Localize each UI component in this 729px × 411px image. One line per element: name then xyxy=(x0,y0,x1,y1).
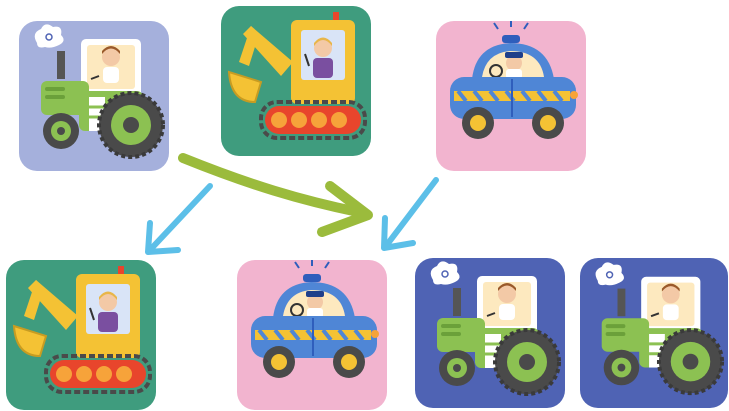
excavator-illustration xyxy=(6,260,156,410)
tractor-illustration xyxy=(19,21,169,171)
excavator-card[interactable] xyxy=(6,260,156,410)
tractor-card[interactable] xyxy=(580,258,728,408)
green-arrow xyxy=(183,158,368,232)
excavator-card[interactable] xyxy=(221,6,371,156)
tractor-illustration xyxy=(580,258,728,408)
police-car-card[interactable] xyxy=(237,260,387,410)
blue-arrow-right xyxy=(384,180,436,248)
police-car-illustration xyxy=(237,260,387,410)
excavator-illustration xyxy=(221,6,371,156)
tractor-illustration xyxy=(415,258,565,408)
blue-arrow-left xyxy=(148,186,210,252)
tractor-card[interactable] xyxy=(415,258,565,408)
tractor-card[interactable] xyxy=(19,21,169,171)
police-car-card[interactable] xyxy=(436,21,586,171)
police-car-illustration xyxy=(436,21,586,171)
